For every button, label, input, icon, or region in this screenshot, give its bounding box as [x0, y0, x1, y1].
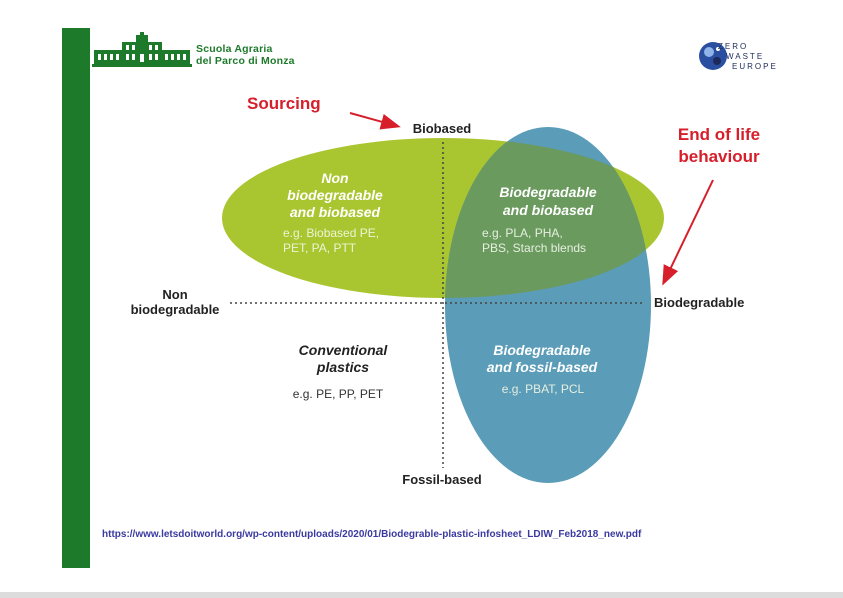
q-bottom-left-title-1: Conventional [299, 342, 389, 358]
q-bottom-left-title-2: plastics [316, 359, 369, 375]
q-top-right-title-1: Biodegradable [499, 184, 596, 200]
q-bottom-right-title-2: and fossil-based [487, 359, 598, 375]
school-name-line2: del Parco di Monza [196, 55, 295, 67]
overlap-region [445, 138, 651, 298]
zwe-line3: EUROPE [732, 62, 778, 71]
q-top-left-examples-2: PET, PA, PTT [283, 241, 357, 255]
q-top-left-examples-1: e.g. Biobased PE, [283, 226, 379, 240]
school-name-line1: Scuola Agraria [196, 43, 273, 55]
source-url-link[interactable]: https://www.letsdoitworld.org/wp-content… [102, 529, 642, 540]
villa-building-icon [92, 32, 192, 67]
q-top-right-examples-1: e.g. PLA, PHA, [482, 226, 563, 240]
zero-waste-europe-logo: ZERO WASTE EUROPE [698, 34, 788, 78]
axis-label-non-line2: biodegradable [131, 302, 220, 317]
end-of-life-arrow [662, 179, 714, 286]
bottom-border [0, 592, 843, 598]
q-top-left-title-2: biodegradable [287, 187, 383, 203]
axis-label-non-line1: Non [162, 287, 187, 302]
scuola-agraria-logo: Scuola Agraria del Parco di Monza [92, 32, 302, 68]
sourcing-arrow [349, 112, 401, 130]
q-top-right-examples-2: PBS, Starch blends [482, 241, 586, 255]
green-sidebar-bar [62, 28, 90, 568]
axis-label-biodegradable: Biodegradable [654, 295, 744, 310]
zwe-line2: WASTE [726, 52, 765, 61]
axis-label-biobased: Biobased [413, 121, 472, 136]
zero-waste-europe-text: ZERO WASTE EUROPE [718, 42, 778, 72]
axis-label-fossil-based: Fossil-based [402, 472, 482, 487]
q-bottom-left-examples-1: e.g. PE, PP, PET [293, 387, 384, 401]
zero-waste-globe-icon [699, 42, 727, 70]
callout-eol-line1: End of life [678, 125, 760, 144]
school-name-text: Scuola Agraria del Parco di Monza [196, 43, 295, 67]
q-bottom-right-title-1: Biodegradable [493, 342, 590, 358]
callout-eol-line2: behaviour [678, 147, 760, 166]
q-bottom-right-examples-1: e.g. PBAT, PCL [502, 382, 585, 396]
q-top-left-title-3: and biobased [290, 204, 381, 220]
zwe-line1: ZERO [718, 42, 749, 51]
q-top-left-title-1: Non [321, 170, 348, 186]
q-top-right-title-2: and biobased [503, 202, 594, 218]
callout-sourcing: Sourcing [247, 94, 321, 113]
